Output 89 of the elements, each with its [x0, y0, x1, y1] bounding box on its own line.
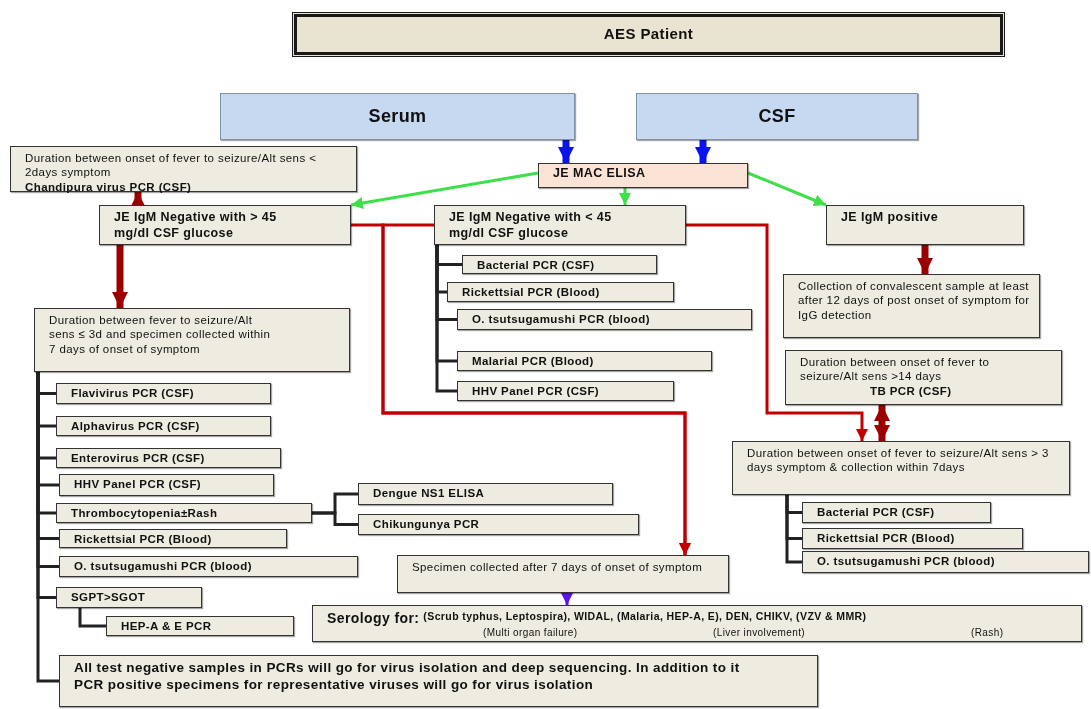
connector-line [312, 511, 358, 526]
step-label: Thrombocytopenia±Rash [71, 506, 218, 521]
step-label: Rickettsial PCR (Blood) [817, 531, 955, 546]
step-label: O. tsutsugamushi PCR (blood) [472, 312, 650, 327]
step-label: JE IgM Negative with < 45 mg/dl CSF glucose [449, 210, 613, 242]
arrow [558, 140, 574, 163]
step-label: Alphavirus PCR (CSF) [71, 419, 200, 434]
step-label: Chandipura virus PCR (CSF) [25, 179, 192, 195]
step-box [56, 416, 271, 436]
connector-line [78, 608, 106, 628]
arrow [874, 405, 890, 441]
step-label: AES Patient [603, 25, 694, 44]
step-label: Chikungunya PCR [373, 517, 480, 532]
step-label: Enterovirus PCR (CSF) [71, 451, 205, 466]
step-box [59, 529, 287, 548]
step-box [56, 383, 271, 404]
test-box [538, 163, 748, 188]
step-box [457, 381, 674, 401]
step-box [56, 503, 312, 523]
step-label: Duration between onset of fever to seizure/Alt sens > 3 days symptom & collection within 7days [747, 446, 1050, 475]
arrow [619, 188, 631, 205]
step-label: Serology for: [327, 610, 420, 628]
step-label: Dengue NS1 ELISA [373, 486, 485, 501]
step-box [802, 551, 1089, 573]
step-label: HHV Panel PCR (CSF) [74, 477, 202, 492]
step-box [99, 205, 351, 245]
step-label: TB PCR (CSF) [869, 383, 952, 399]
step-box [397, 555, 729, 593]
step-label: Collection of convalescent sample at least after 12 days of post onset of symptom for IgG detection [798, 279, 1031, 323]
step-box [457, 351, 712, 371]
step-label: Rickettsial PCR (Blood) [462, 285, 600, 300]
step-label: Duration between onset of fever to seizure/Alt sens >14 days [800, 355, 991, 384]
step-box [462, 255, 657, 274]
step-label: HHV Panel PCR (CSF) [472, 384, 600, 399]
step-box [457, 309, 752, 330]
step-box [10, 146, 357, 192]
step-label: Bacterial PCR (CSF) [817, 505, 935, 520]
arrow [112, 245, 128, 308]
step-box [802, 528, 1023, 549]
step-box [434, 205, 686, 245]
step-label: O. tsutsugamushi PCR (blood) [817, 554, 995, 569]
step-box [358, 514, 639, 535]
arrow [695, 140, 711, 163]
step-label: O. tsutsugamushi PCR (blood) [74, 559, 252, 574]
sample-box [636, 93, 918, 140]
step-box [785, 350, 1062, 405]
step-box [106, 616, 294, 636]
step-box [59, 556, 358, 577]
step-label: JE MAC ELISA [553, 166, 646, 182]
step-label: Malarial PCR (Blood) [472, 354, 594, 369]
step-box [56, 587, 202, 608]
connector-line [36, 372, 59, 683]
step-box [59, 474, 274, 496]
step-label: JE IgM positive [841, 210, 938, 226]
arrow [350, 171, 539, 209]
connector-line [785, 495, 802, 564]
step-box [312, 605, 1082, 642]
step-label: All test negative samples in PCRs will go for virus isolation and deep sequencing. In addition to it PCR positive specimens for representative viruses will go for virus isolation [74, 660, 741, 694]
step-label: Flavivirus PCR (CSF) [71, 386, 195, 401]
step-label: (Liver involvement) [713, 627, 806, 640]
step-box [783, 274, 1040, 338]
step-box [447, 282, 674, 302]
step-box [732, 441, 1070, 495]
step-box [59, 655, 818, 707]
step-box [56, 448, 281, 468]
step-label: (Rash) [971, 627, 1004, 640]
step-box [802, 502, 991, 523]
step-label: JE IgM Negative with > 45 mg/dl CSF glucose [114, 210, 278, 242]
step-label: (Scrub typhus, Leptospira), WIDAL, (Malaria, HEP-A, E), DEN, CHIKV, (VZV & MMR) [423, 610, 867, 624]
arrow [686, 223, 868, 441]
step-label: HEP-A & E PCR [121, 619, 212, 634]
step-box [826, 205, 1024, 245]
step-label: Serum [368, 105, 427, 128]
connector-line [435, 245, 457, 393]
step-label: (Multi organ failure) [483, 627, 578, 640]
step-label: Bacterial PCR (CSF) [477, 258, 595, 273]
step-label: Rickettsial PCR (Blood) [74, 532, 212, 547]
step-label: SGPT>SGOT [71, 590, 146, 605]
step-label: Duration between onset of fever to seizure/Alt sens < 2days symptom [25, 151, 318, 180]
step-label: Specimen collected after 7 days of onset of symptom [412, 560, 703, 575]
arrow [561, 593, 573, 605]
title-box [292, 12, 1005, 57]
sample-box [220, 93, 575, 140]
step-box [34, 308, 350, 372]
step-label: Duration between fever to seizure/Alt sens ≤ 3d and specimen collected within 7 days of onset of symptom [49, 313, 272, 357]
step-label: CSF [758, 105, 796, 128]
step-box [358, 483, 613, 505]
arrow [747, 171, 827, 207]
arrow [917, 245, 933, 274]
